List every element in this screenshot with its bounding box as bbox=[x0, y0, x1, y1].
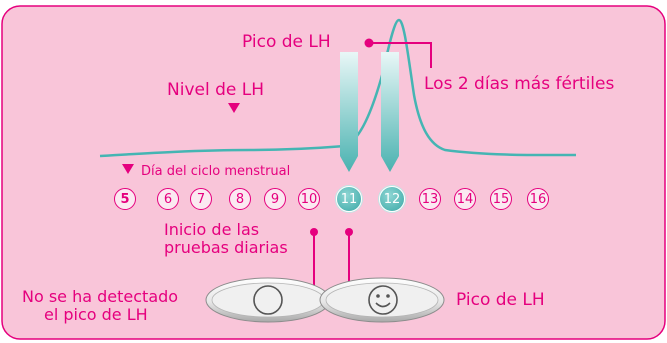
circle-icon bbox=[253, 285, 283, 315]
day-14: 14 bbox=[454, 188, 476, 210]
day-12: 12 bbox=[379, 186, 405, 212]
cycle-day-pointer-icon bbox=[122, 164, 134, 174]
lh-level-curve bbox=[99, 18, 577, 158]
day-7: 7 bbox=[190, 188, 212, 210]
lh-peak-label: Pico de LH bbox=[242, 32, 331, 52]
peak-result-label: Pico de LH bbox=[456, 290, 545, 310]
fertile-days-label: Los 2 días más fértiles bbox=[424, 74, 615, 94]
day-10: 10 bbox=[298, 188, 320, 210]
day-5: 5 bbox=[114, 188, 136, 210]
day-12-highlight-arrow bbox=[381, 52, 399, 172]
day-8: 8 bbox=[229, 188, 251, 210]
cycle-day-label: Día del ciclo menstrual bbox=[141, 164, 291, 179]
day-11-highlight-arrow bbox=[340, 52, 358, 172]
day-15: 15 bbox=[490, 188, 512, 210]
day-16: 16 bbox=[527, 188, 549, 210]
day-11: 11 bbox=[336, 186, 362, 212]
panel-background bbox=[1, 5, 666, 340]
no-peak-result-window bbox=[205, 277, 331, 323]
day-9: 9 bbox=[264, 188, 286, 210]
fertile-days-connector bbox=[369, 42, 432, 68]
smiley-icon bbox=[368, 285, 398, 315]
no-peak-label-line2: el pico de LH bbox=[44, 305, 148, 324]
day-13: 13 bbox=[419, 188, 441, 210]
no-peak-label-line1: No se ha detectado bbox=[22, 287, 179, 306]
peak-result-window bbox=[319, 277, 445, 323]
day-6: 6 bbox=[157, 188, 179, 210]
lh-level-label: Nivel de LH bbox=[167, 80, 264, 100]
start-testing-label-line1: Inicio de las bbox=[164, 220, 260, 239]
lh-level-pointer-icon bbox=[228, 103, 240, 113]
start-testing-label-line2: pruebas diarias bbox=[164, 238, 288, 257]
